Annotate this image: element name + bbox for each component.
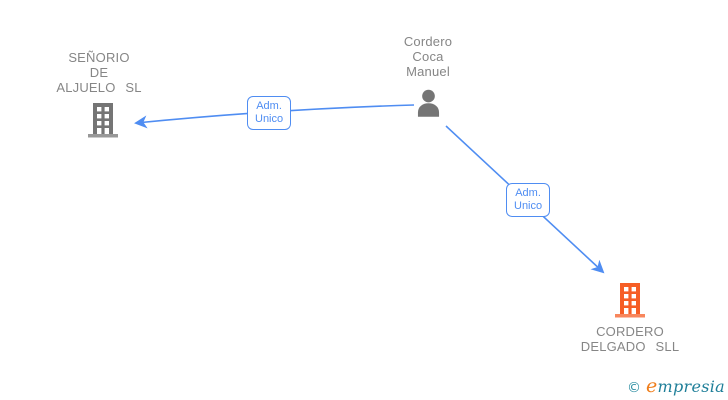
node-senorio-de-aljuelo[interactable]: SEÑORIO DE ALJUELO SL xyxy=(38,50,160,138)
node-cordero-delgado[interactable]: CORDERO DELGADO SLL xyxy=(560,282,700,354)
edge-label-adm-unico-2: Adm. Unico xyxy=(506,183,551,217)
building-icon xyxy=(615,283,645,318)
node-cordero-coca-manuel[interactable]: Cordero Coca Manuel xyxy=(368,34,488,121)
empresia-logo[interactable]: © empresia xyxy=(627,375,725,397)
node-label: Cordero Coca Manuel xyxy=(403,34,453,79)
brand-text: empresia xyxy=(645,375,725,397)
node-label: CORDERO DELGADO SLL xyxy=(580,324,680,354)
node-label: SEÑORIO DE ALJUELO SL xyxy=(56,50,142,95)
person-icon xyxy=(417,89,439,117)
building-icon xyxy=(88,103,118,138)
copyright-icon: © xyxy=(626,380,641,396)
edge-label-adm-unico-1: Adm. Unico xyxy=(247,96,292,130)
